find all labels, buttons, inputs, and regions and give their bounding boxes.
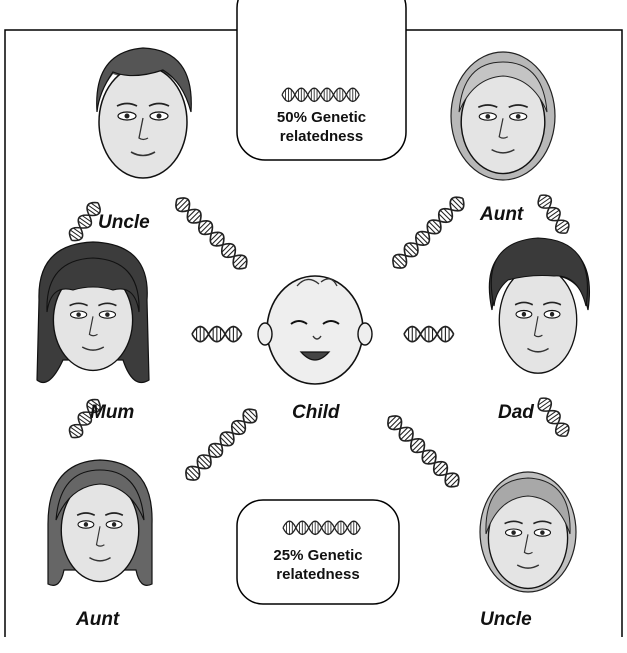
helix-dad-child-icon	[404, 326, 454, 343]
uncle-bottom-face	[480, 472, 576, 592]
helix-aunt-top-child-icon	[388, 193, 468, 273]
label-child: Child	[292, 402, 340, 424]
legend-top-line2: relatedness	[237, 127, 406, 146]
helix-aunt-top-icon	[534, 191, 573, 237]
aunt-bottom-face	[48, 460, 152, 585]
label-aunt-bottom: Aunt	[76, 609, 119, 631]
label-aunt-top: Aunt	[480, 204, 523, 226]
dad-face	[489, 238, 589, 373]
uncle-top-face	[97, 48, 192, 178]
child-face	[258, 276, 372, 384]
helix-dad-icon	[534, 394, 573, 440]
legend-top-line1: 50% Genetic	[237, 108, 406, 127]
aunt-top-face	[451, 52, 555, 180]
label-mum: Mum	[90, 402, 134, 424]
helix-aunt-bottom-child-icon	[181, 405, 261, 485]
legend-bottom-line1: 25% Genetic	[237, 546, 399, 565]
label-uncle-top: Uncle	[98, 212, 150, 234]
helix-uncle-bottom-child-icon	[383, 411, 463, 491]
mum-face	[37, 242, 149, 383]
legend-bottom-text: 25% Genetic relatedness	[237, 546, 399, 584]
label-dad: Dad	[498, 402, 534, 424]
legend-top-text: 50% Genetic relatedness	[237, 108, 406, 146]
helix-mum-child-icon	[192, 326, 242, 343]
helix-uncle-top-child-icon	[171, 193, 251, 273]
legend-bottom-line2: relatedness	[237, 565, 399, 584]
label-uncle-bottom: Uncle	[480, 609, 532, 631]
